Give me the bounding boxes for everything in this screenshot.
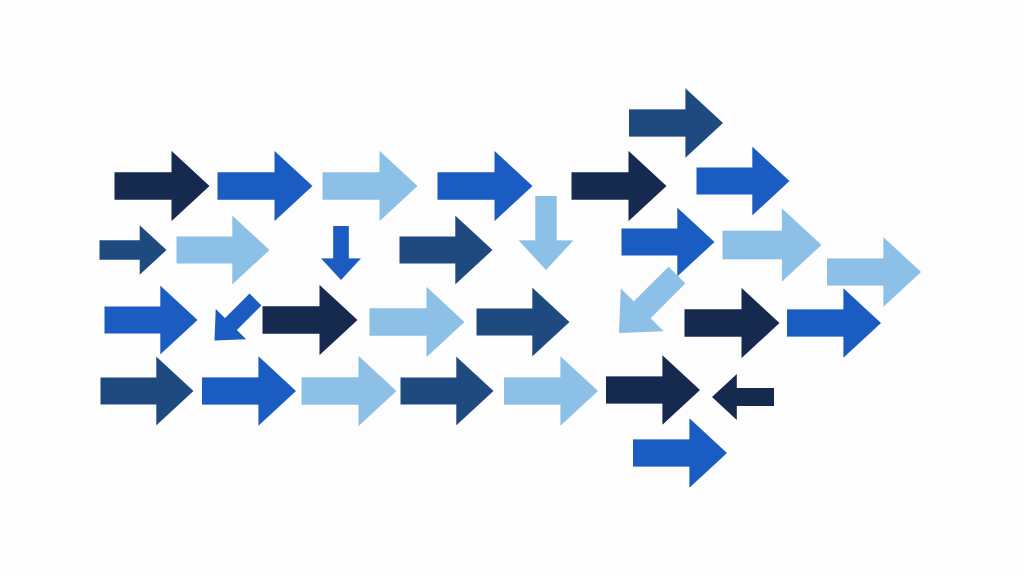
- arrow-right-icon: [369, 286, 465, 358]
- arrow-right-icon: [399, 215, 493, 285]
- arrow-right-icon: [696, 146, 790, 216]
- arrow-right-icon: [322, 150, 418, 222]
- arrow-right-icon: [827, 237, 921, 307]
- arrow-right-icon: [400, 356, 494, 426]
- arrow-down-icon: [321, 226, 361, 280]
- arrow-down-left-icon: [214, 293, 262, 341]
- arrow-right-icon: [262, 284, 358, 356]
- arrow-right-icon: [621, 207, 715, 277]
- arrow-right-icon: [722, 208, 822, 282]
- arrow-right-icon: [301, 355, 397, 427]
- arrow-right-icon: [176, 215, 270, 285]
- arrow-right-icon: [684, 287, 780, 359]
- arrow-right-icon: [114, 150, 210, 222]
- arrow-right-icon: [437, 150, 533, 222]
- arrow-right-icon: [202, 356, 296, 426]
- arrow-right-icon: [476, 287, 570, 357]
- arrow-down-left-icon: [619, 266, 686, 333]
- arrow-right-icon: [571, 150, 667, 222]
- arrow-right-icon: [629, 88, 723, 158]
- arrow-right-icon: [217, 150, 313, 222]
- arrow-right-icon: [787, 288, 881, 358]
- arrow-left-icon: [712, 374, 774, 420]
- arrow-down-icon: [518, 196, 574, 270]
- arrow-right-icon: [104, 285, 198, 355]
- arrow-right-icon: [100, 356, 194, 426]
- arrow-right-icon: [633, 418, 727, 488]
- arrow-right-icon: [606, 355, 700, 425]
- arrow-right-icon: [99, 225, 167, 275]
- arrow-right-icon: [504, 356, 598, 426]
